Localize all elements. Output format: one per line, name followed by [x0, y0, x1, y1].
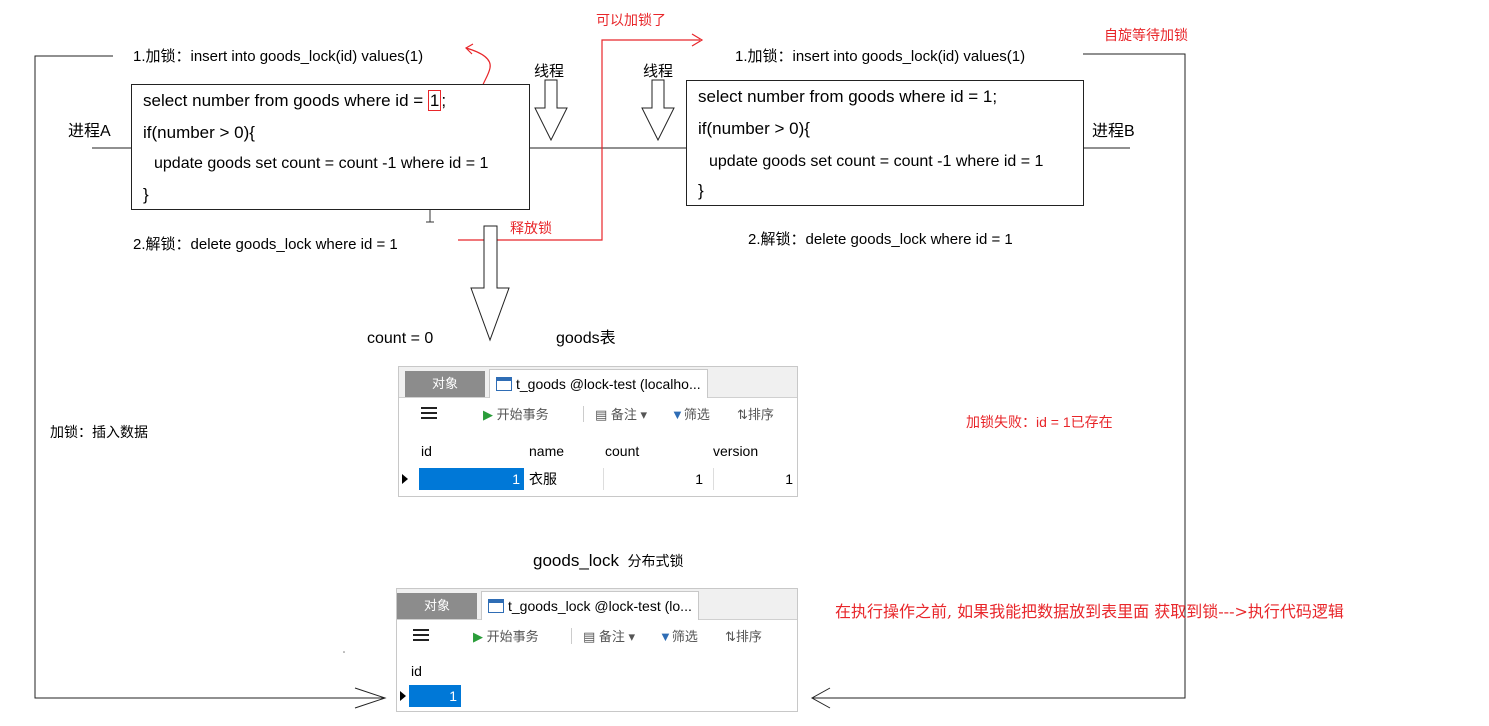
code-b-line-2: if(number > 0){ — [698, 119, 810, 138]
code-a-line-3: update goods set count = count -1 where … — [154, 155, 489, 172]
process-b-unlock-statement: 2.解锁：delete goods_lock where id = 1 — [748, 231, 1013, 248]
code-b-line-1: select number from goods where id = 1; — [698, 87, 998, 106]
tab-t-goods[interactable]: t_goods @lock-test (localho... — [489, 369, 708, 398]
begin-transaction-button[interactable]: ▶ 开始事务 — [473, 629, 539, 644]
sort-button[interactable]: ⇅排序 — [725, 629, 762, 644]
column-header[interactable]: version — [713, 443, 759, 459]
begin-transaction-button[interactable]: ▶ 开始事务 — [483, 407, 549, 422]
goods-table-panel: 对象 t_goods @lock-test (localho... ▶ 开始事务… — [398, 366, 798, 497]
process-b-lock-statement: 1.加锁：insert into goods_lock(id) values(1… — [735, 48, 1026, 65]
note-icon: ▤ — [583, 629, 596, 644]
note-button[interactable]: ▤ 备注 ▾ — [583, 629, 636, 644]
column-header[interactable]: name — [529, 443, 565, 459]
lock-insert-label: 加锁：插入数据 — [50, 424, 148, 440]
filter-button[interactable]: ▼筛选 — [671, 407, 710, 422]
cell-id[interactable]: 1 — [419, 468, 524, 490]
table-row[interactable]: 1 衣服 1 1 — [399, 468, 797, 490]
code-a-line-1: select number from goods where id = 1; — [143, 90, 447, 111]
lock-fail-annotation: 加锁失败：id = 1已存在 — [966, 414, 1113, 430]
spin-wait-annotation: 自旋等待加锁 — [1104, 27, 1188, 43]
menu-icon[interactable] — [421, 407, 437, 419]
thread-label-b: 线程 — [643, 63, 674, 80]
lock-table-title: goods_lock 分布式锁 — [533, 551, 684, 570]
code-b-line-3: update goods set count = count -1 where … — [709, 153, 1044, 170]
cell-version[interactable]: 1 — [713, 468, 795, 490]
lock-toolbar: ▶ 开始事务 ▤ 备注 ▾ ▼筛选 ⇅排序 — [397, 620, 797, 650]
lock-tab-bar: 对象 t_goods_lock @lock-test (lo... — [397, 589, 797, 620]
column-header[interactable]: id — [411, 663, 422, 679]
table-icon — [488, 599, 504, 613]
menu-icon[interactable] — [413, 629, 429, 641]
process-a-label: 进程A — [68, 123, 111, 140]
lock-table-panel: 对象 t_goods_lock @lock-test (lo... ▶ 开始事务… — [396, 588, 798, 712]
can-lock-annotation: 可以加锁了 — [596, 12, 666, 28]
release-lock-annotation: 释放锁 — [510, 220, 552, 236]
table-icon — [496, 377, 512, 391]
code-a-line-4: } — [143, 185, 149, 204]
sort-icon: ⇅ — [725, 629, 736, 644]
highlighted-id: 1 — [427, 90, 442, 111]
table-row[interactable]: 1 — [397, 685, 797, 707]
current-row-marker-icon — [402, 474, 408, 484]
goods-toolbar: ▶ 开始事务 ▤ 备注 ▾ ▼筛选 ⇅排序 — [399, 398, 797, 428]
column-header[interactable]: count — [605, 443, 640, 459]
transaction-icon: ▶ — [473, 629, 483, 644]
thread-label-a: 线程 — [534, 63, 565, 80]
process-b-label: 进程B — [1092, 123, 1135, 140]
lock-column-header: id — [397, 659, 461, 684]
note-button[interactable]: ▤ 备注 ▾ — [595, 407, 648, 422]
count-zero-label: count = 0 — [367, 330, 434, 347]
process-b-code-box: select number from goods where id = 1; i… — [686, 80, 1084, 206]
cell-name[interactable]: 衣服 — [529, 471, 557, 487]
tab-objects[interactable]: 对象 — [397, 593, 477, 619]
goods-column-header: id name count version — [399, 439, 797, 464]
explanation-annotation: 在执行操作之前, 如果我能把数据放到表里面 获取到锁--->执行代码逻辑 — [835, 602, 1344, 621]
transaction-icon: ▶ — [483, 407, 493, 422]
goods-table-title: goods表 — [556, 330, 616, 347]
filter-icon: ▼ — [671, 407, 684, 422]
tab-objects[interactable]: 对象 — [405, 371, 485, 397]
process-a-code-box: select number from goods where id = 1; i… — [131, 84, 530, 210]
tab-t-goods-lock[interactable]: t_goods_lock @lock-test (lo... — [481, 591, 699, 620]
filter-icon: ▼ — [659, 629, 672, 644]
cell-id[interactable]: 1 — [409, 685, 461, 707]
column-header[interactable]: id — [421, 443, 432, 459]
cell-count[interactable]: 1 — [603, 468, 707, 490]
sort-button[interactable]: ⇅排序 — [737, 407, 774, 422]
note-icon: ▤ — [595, 407, 608, 422]
sort-icon: ⇅ — [737, 407, 748, 422]
code-b-line-4: } — [698, 181, 704, 200]
process-a-unlock-statement: 2.解锁：delete goods_lock where id = 1 — [133, 236, 398, 253]
code-a-line-2: if(number > 0){ — [143, 123, 255, 142]
goods-tab-bar: 对象 t_goods @lock-test (localho... — [399, 367, 797, 398]
filter-button[interactable]: ▼筛选 — [659, 629, 698, 644]
current-row-marker-icon — [400, 691, 406, 701]
process-a-lock-statement: 1.加锁：insert into goods_lock(id) values(1… — [133, 48, 424, 65]
